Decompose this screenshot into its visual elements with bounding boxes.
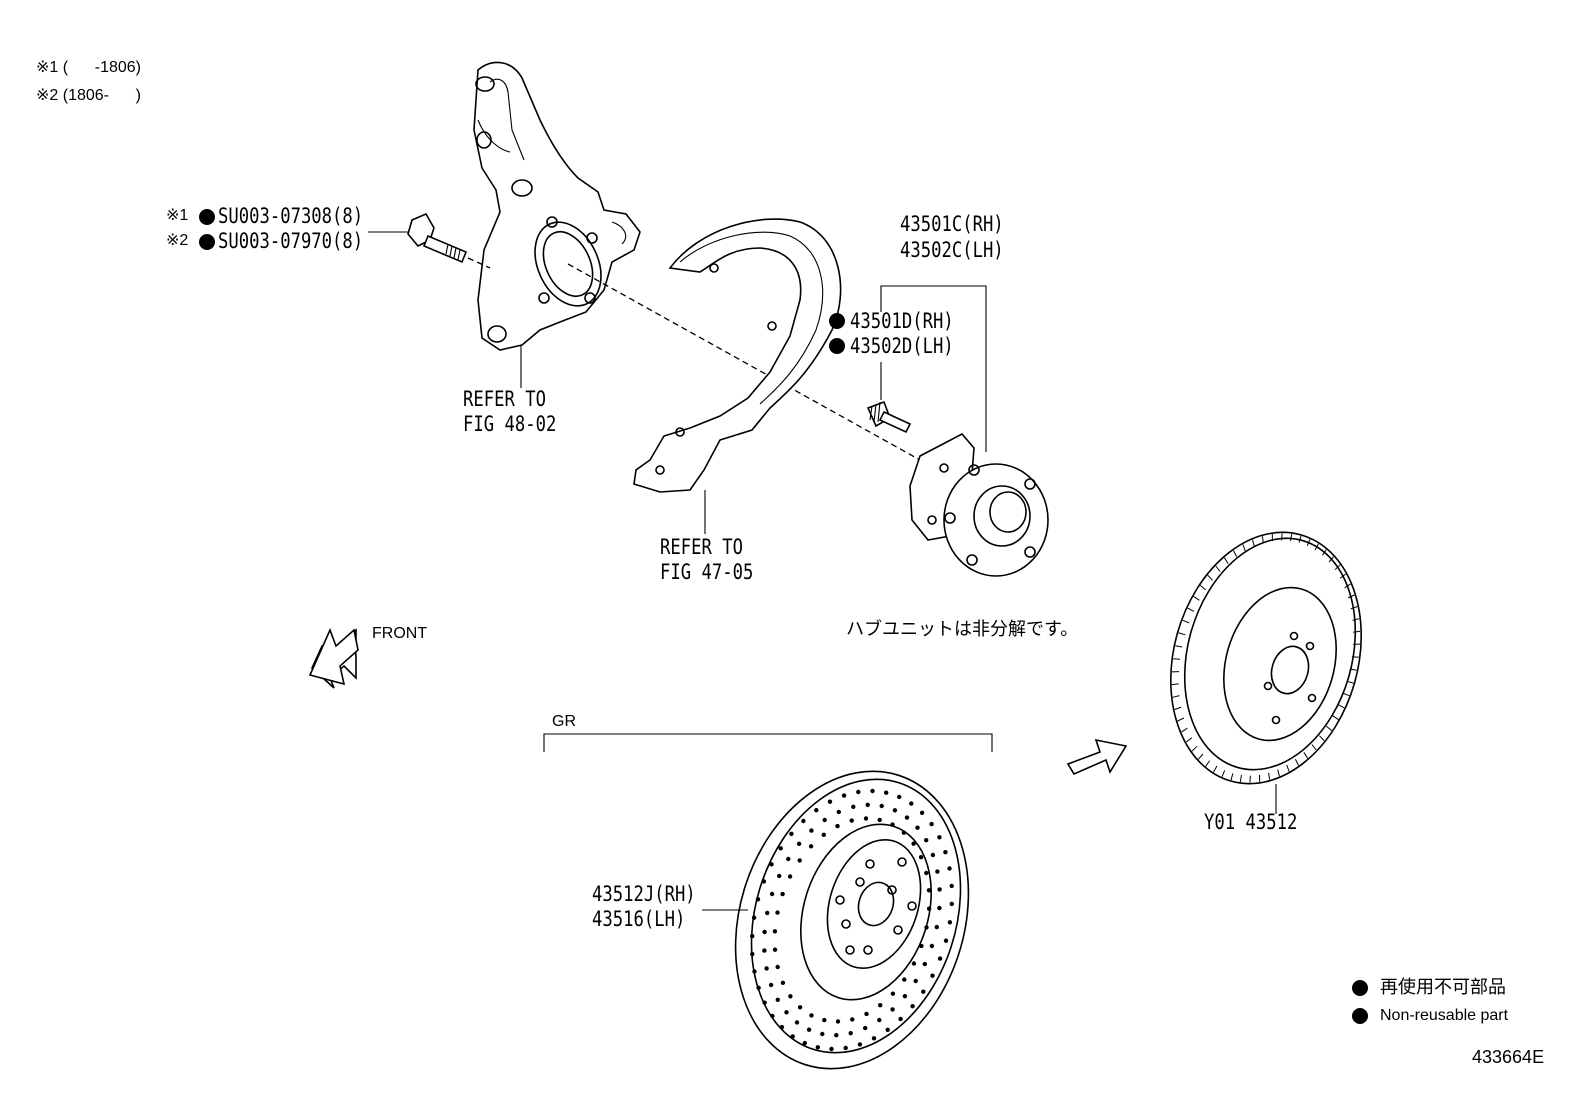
dust-cover-refer-line1: REFER TO [660,535,743,559]
legend-en: Non-reusable part [1380,1007,1509,1024]
hub-bolt-lh-label: 43502D(LH) [850,334,954,358]
gr-rotor-rh-label: 43512J(RH) [592,882,696,906]
gr-rotor-lh-label: 43516(LH) [592,907,686,931]
dust-cover [633,218,842,534]
hub-bolt-dot-rh [829,313,845,329]
hub-bolt-dot-lh [829,338,845,354]
note-2: ※2 (1806- ) [36,87,141,104]
front-label: FRONT [372,625,428,642]
bolt-dot-2 [199,234,215,250]
gr-label: GR [552,713,576,730]
hub-unit [909,432,1049,577]
legend-jp: 再使用不可部品 [1380,977,1506,997]
assembly-axis [567,263,939,471]
steering-knuckle [473,61,641,388]
knuckle-refer-line2: FIG 48-02 [463,412,557,436]
bolt-label-1: SU003-07308(8) [218,204,364,228]
bolt-dot-1 [199,209,215,225]
hub-bracket [880,285,987,452]
hub-lh-label: 43502C(LH) [900,238,1004,262]
figure-id: 433664E [1472,1047,1545,1067]
gr-bracket [543,733,993,752]
front-arrow-shape [308,627,359,686]
dust-cover-refer-line2: FIG 47-05 [660,560,754,584]
direction-arrow [1066,738,1128,776]
hub-bolt [866,362,912,434]
knuckle-refer-line1: REFER TO [463,387,546,411]
legend-dot-en [1352,1008,1368,1024]
hub-rh-label: 43501C(RH) [900,212,1004,236]
knuckle-bolt [368,212,491,269]
hub-note-jp: ハブユニットは非分解です。 [846,619,1079,639]
std-rotor-label: Y01 43512 [1204,810,1298,834]
note-1: ※1 ( -1806) [36,59,141,76]
bolt-label-2: SU003-07970(8) [218,229,364,253]
standard-rotor [1169,531,1363,814]
bolt-label-2-prefix: ※2 [166,232,189,249]
bolt-label-1-prefix: ※1 [166,207,189,224]
hub-bolt-rh-label: 43501D(RH) [850,309,954,333]
legend-dot-jp [1352,980,1368,996]
gr-drilled-rotor [702,770,970,1070]
